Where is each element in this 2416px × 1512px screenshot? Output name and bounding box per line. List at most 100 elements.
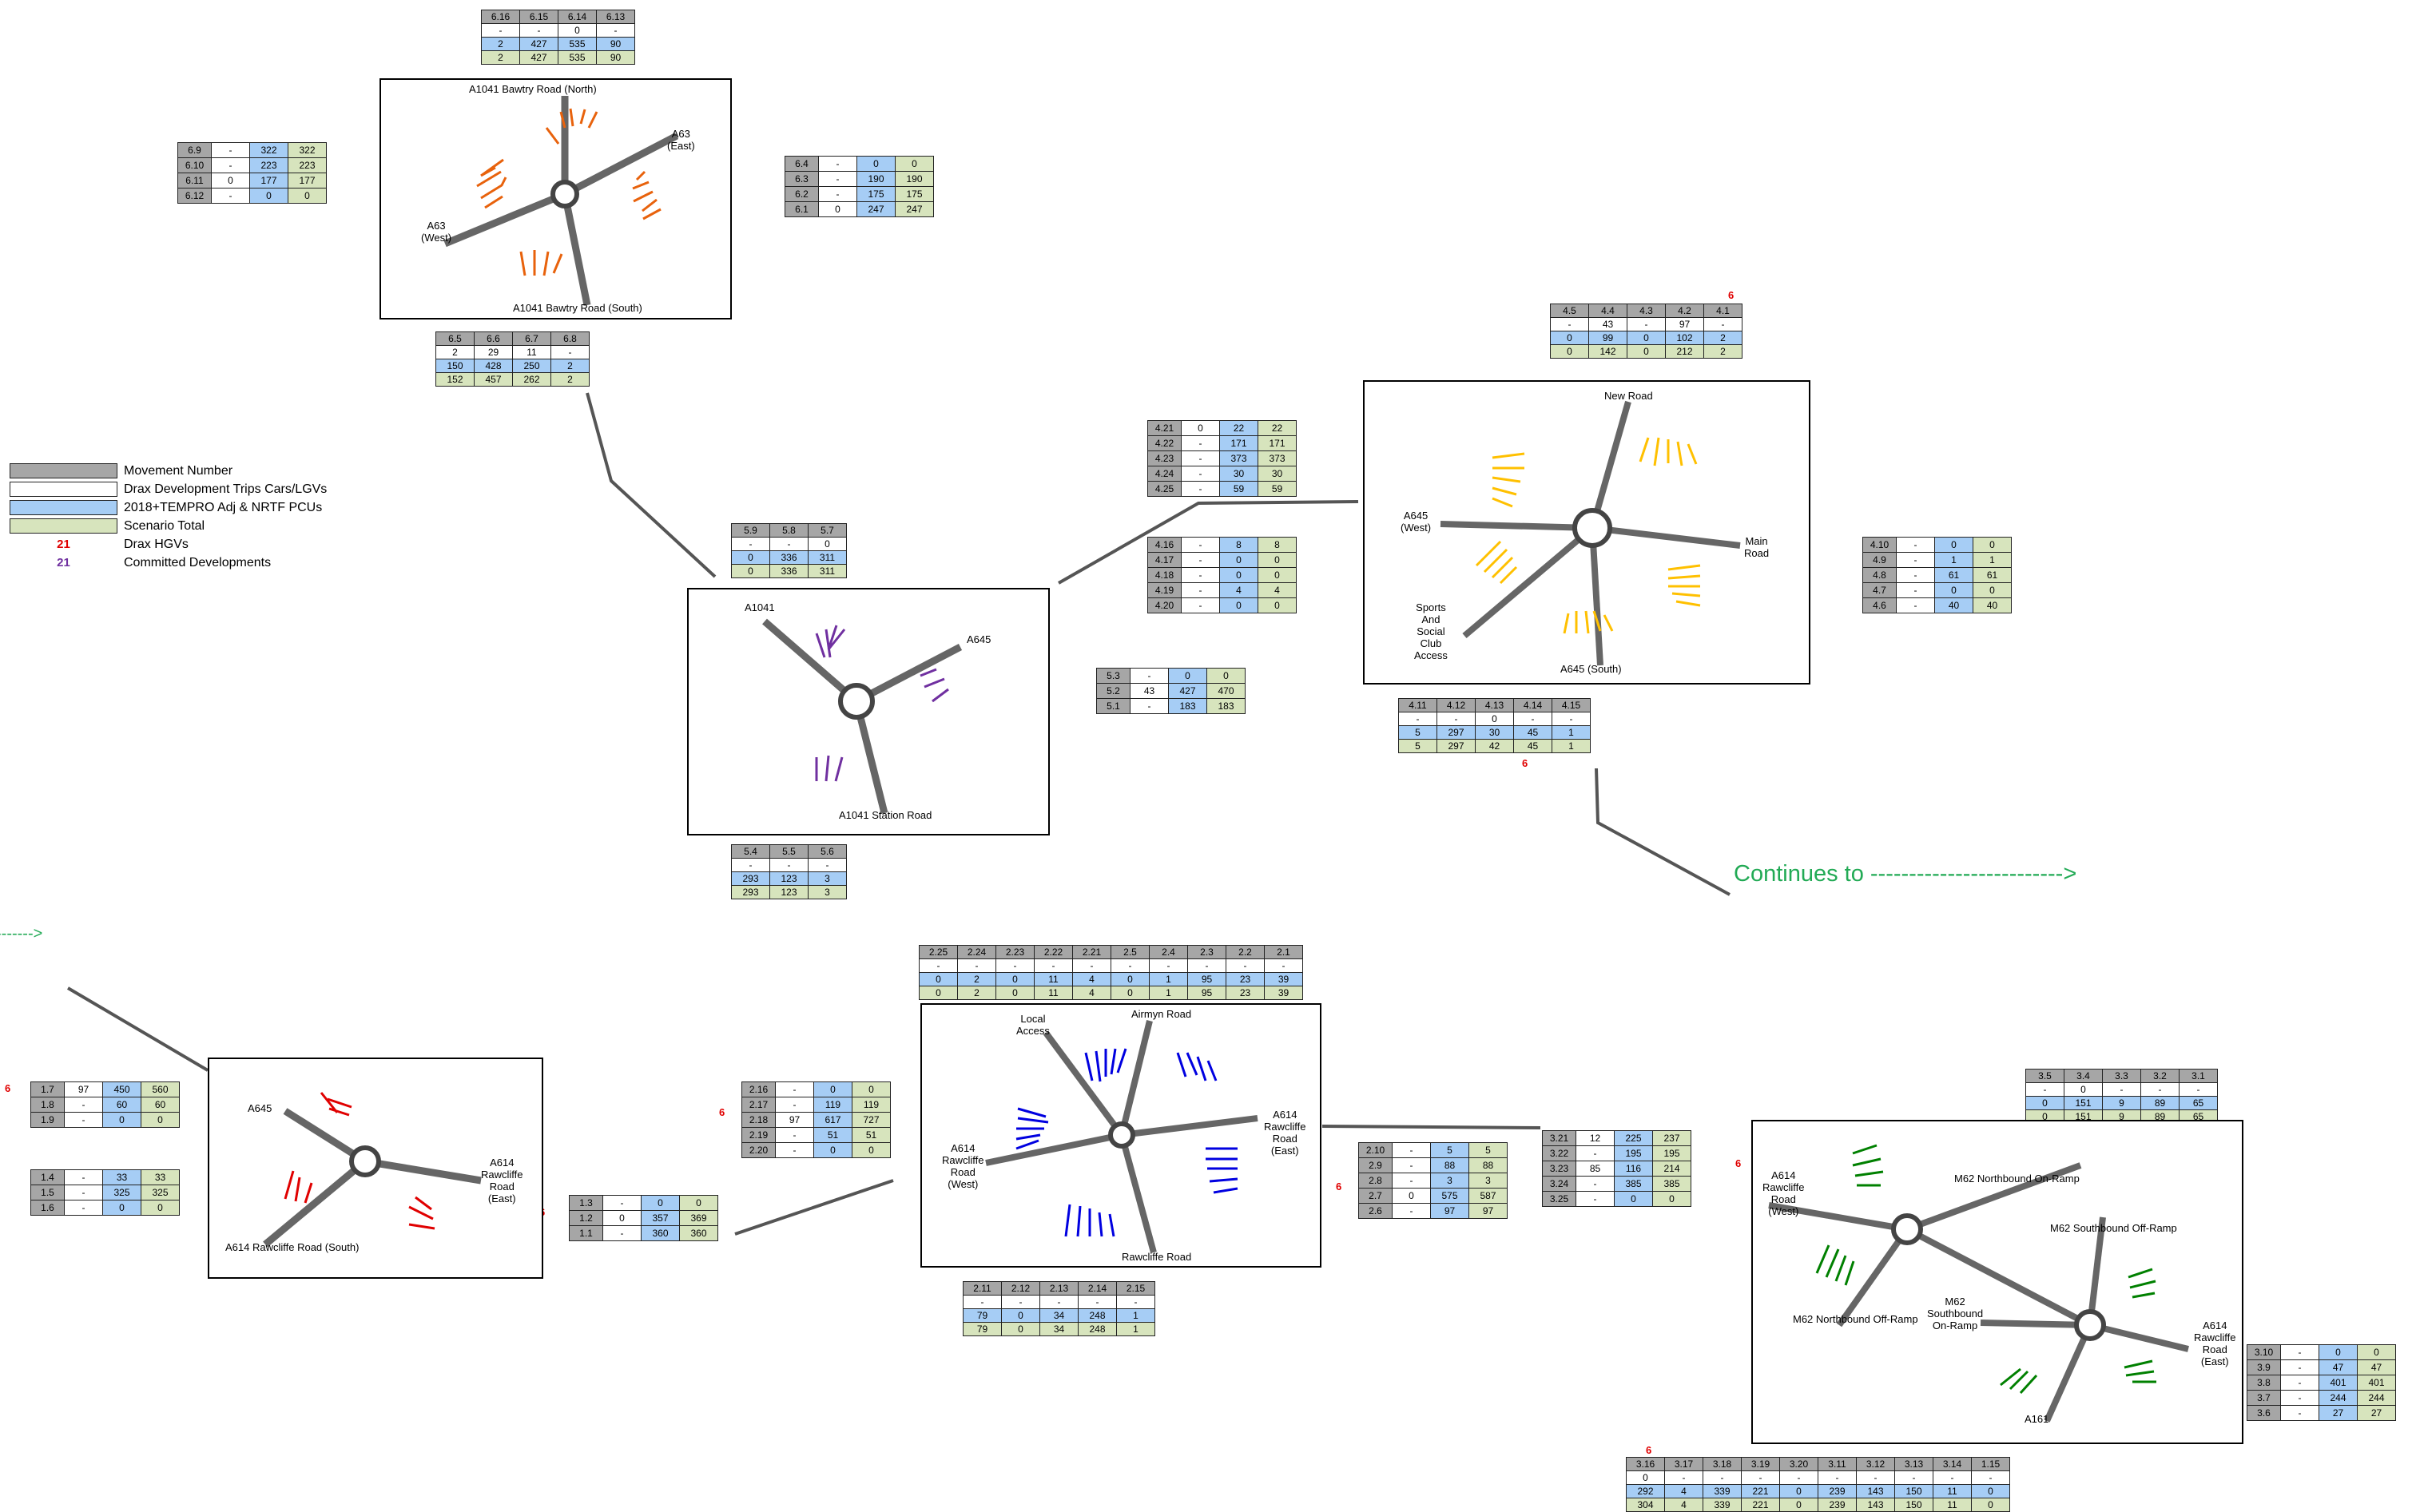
movement-number-cell: 1.4 xyxy=(30,1169,65,1185)
flow-cell: 177 xyxy=(249,173,288,189)
flow-cell: 373 xyxy=(1258,450,1297,466)
flow-cell: 373 xyxy=(1219,450,1258,466)
j2-hgv-west: 6 xyxy=(719,1106,725,1118)
movement-number-cell: 4.10 xyxy=(1862,537,1897,553)
flow-cell: 617 xyxy=(813,1112,852,1128)
j5-roundabout xyxy=(838,683,875,720)
j6-west-label: A63(West) xyxy=(421,220,452,244)
flow-cell: 5 xyxy=(1398,739,1437,753)
link-j5-j4 xyxy=(1058,500,1359,585)
flow-cell: - xyxy=(64,1169,103,1185)
flow-cell: - xyxy=(1550,317,1589,331)
flow-cell: 587 xyxy=(1468,1188,1508,1204)
flow-cell: - xyxy=(1392,1173,1431,1189)
j4-north-label: New Road xyxy=(1604,390,1653,402)
flow-cell: 42 xyxy=(1475,739,1514,753)
flow-cell: 0 xyxy=(1779,1484,1818,1498)
flow-cell: 1 xyxy=(1552,725,1591,740)
flow-cell: - xyxy=(211,142,250,158)
flow-cell: 5.6 xyxy=(808,844,847,859)
flow-cell: 0 xyxy=(2319,1344,2358,1360)
junction-5-diagram: A1041 A645 A1041 Station Road xyxy=(687,588,1050,835)
flow-cell: 560 xyxy=(141,1081,180,1097)
flow-cell: 470 xyxy=(1206,683,1246,699)
flow-cell: 221 xyxy=(1741,1498,1780,1512)
movement-number-cell: 4.24 xyxy=(1147,466,1182,482)
movement-number-cell: 3.8 xyxy=(2247,1375,2281,1391)
flow-cell: 0 xyxy=(1111,986,1150,1000)
flow-cell: - xyxy=(1896,552,1935,568)
flow-cell: 45 xyxy=(1513,739,1552,753)
flow-cell: 247 xyxy=(856,201,896,217)
flow-row: 0--------- xyxy=(1626,1470,2010,1485)
flow-cell: 0 xyxy=(1258,567,1297,583)
j5-nw-label: A1041 xyxy=(745,601,775,613)
movement-number-cell: 3.23 xyxy=(1542,1161,1576,1177)
flow-cell: - xyxy=(1896,582,1935,598)
flow-cell: 61 xyxy=(1973,567,2012,583)
flow-cell: 2.11 xyxy=(963,1281,1002,1296)
flow-cell: 2 xyxy=(550,372,590,387)
flow-cell: - xyxy=(1703,317,1742,331)
flow-cell: 0 xyxy=(1550,331,1589,345)
flow-cell: - xyxy=(2280,1405,2319,1421)
flow-cell: 60 xyxy=(141,1097,180,1113)
flow-cell: - xyxy=(211,157,250,173)
flow-cell: 190 xyxy=(895,171,934,187)
flow-cell: 0 xyxy=(1219,597,1258,613)
flow-cell: 0 xyxy=(1001,1322,1040,1336)
flow-cell: 0 xyxy=(1219,567,1258,583)
flow-cell: 428 xyxy=(474,359,513,373)
flow-cell: - xyxy=(1779,1470,1818,1485)
flow-cell: - xyxy=(1181,537,1220,553)
flow-cell: 427 xyxy=(519,37,558,51)
flow-cell: 30 xyxy=(1258,466,1297,482)
movement-number-cell: 1.6 xyxy=(30,1200,65,1216)
flow-cell: 3.19 xyxy=(1741,1457,1780,1471)
flow-cell: 0 xyxy=(818,201,857,217)
flow-cell: 339 xyxy=(1703,1498,1742,1512)
flow-cell: 0 xyxy=(1219,552,1258,568)
flow-cell: 45 xyxy=(1513,725,1552,740)
flow-cell: - xyxy=(1149,958,1188,973)
flow-cell: 79 xyxy=(963,1308,1002,1323)
movement-number-cell: 2.6 xyxy=(1358,1203,1393,1219)
j4-hgv-top: 6 xyxy=(1728,289,1735,301)
movement-number-cell: 4.16 xyxy=(1147,537,1182,553)
flow-cell: 385 xyxy=(1614,1176,1653,1192)
flow-cell: 3.3 xyxy=(2102,1069,2141,1083)
j4-south-label: A645 (South) xyxy=(1560,663,1622,675)
movement-number-cell: 3.25 xyxy=(1542,1191,1576,1207)
legend: Movement Number Drax Development Trips C… xyxy=(10,462,327,572)
flow-cell: 450 xyxy=(102,1081,141,1097)
flow-cell: 4.13 xyxy=(1475,698,1514,712)
movement-number-cell: 5.2 xyxy=(1096,683,1131,699)
flow-cell: 535 xyxy=(558,37,597,51)
flow-cell: 262 xyxy=(512,372,551,387)
flow-cell: - xyxy=(1896,567,1935,583)
flow-cell: - xyxy=(963,1295,1002,1309)
flow-cell: - xyxy=(1856,1470,1895,1485)
flow-cell: 6.13 xyxy=(596,10,635,24)
flow-cell: 4 xyxy=(1219,582,1258,598)
flow-cell: 0 xyxy=(141,1200,180,1216)
movement-number-cell: 4.19 xyxy=(1147,582,1182,598)
